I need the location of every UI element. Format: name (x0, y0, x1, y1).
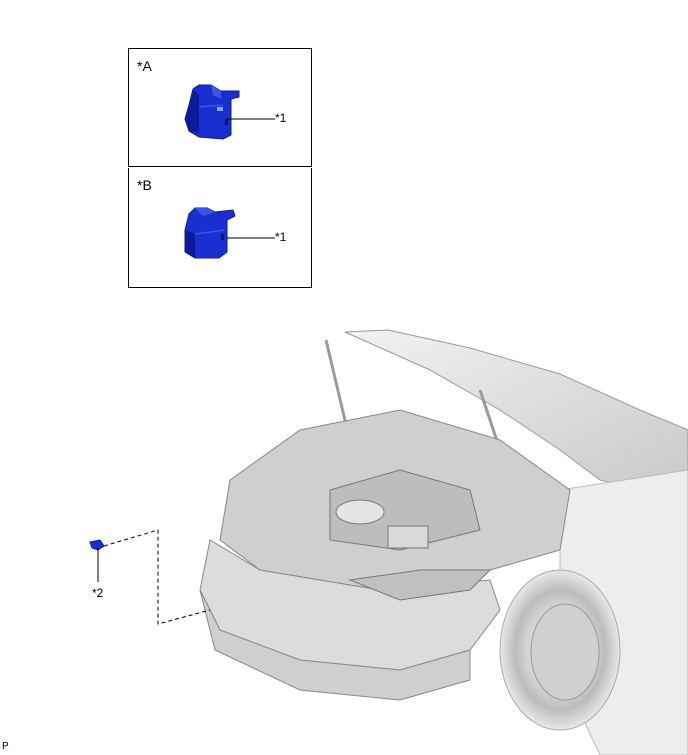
bracket-b-drawing (184, 207, 275, 259)
inset-panel-a: *A *1 (128, 48, 312, 167)
air-intake (335, 499, 385, 525)
callout-2: *2 (92, 586, 104, 600)
car-front-illustration (89, 329, 688, 755)
bracket-b-icon (184, 207, 236, 259)
bracket-a-drawing (184, 84, 275, 140)
callout-a: *1 (275, 111, 287, 125)
panel-label-b: *B (137, 177, 152, 193)
callout-b: *1 (275, 230, 287, 244)
engine-cover (329, 469, 481, 551)
hood-shape (344, 329, 688, 501)
headlight-shape (348, 569, 492, 601)
wheel-rim (530, 603, 600, 701)
battery-shape (387, 525, 429, 549)
bumper-reinforcement (199, 589, 471, 701)
pointer-dashed-line (103, 529, 211, 625)
corner-mark: P (2, 741, 9, 752)
panel-label-a: *A (137, 58, 152, 74)
inset-panel-b: *B *1 (128, 168, 312, 288)
bracket-a-icon (184, 84, 240, 140)
clip-part-icon (89, 539, 105, 551)
